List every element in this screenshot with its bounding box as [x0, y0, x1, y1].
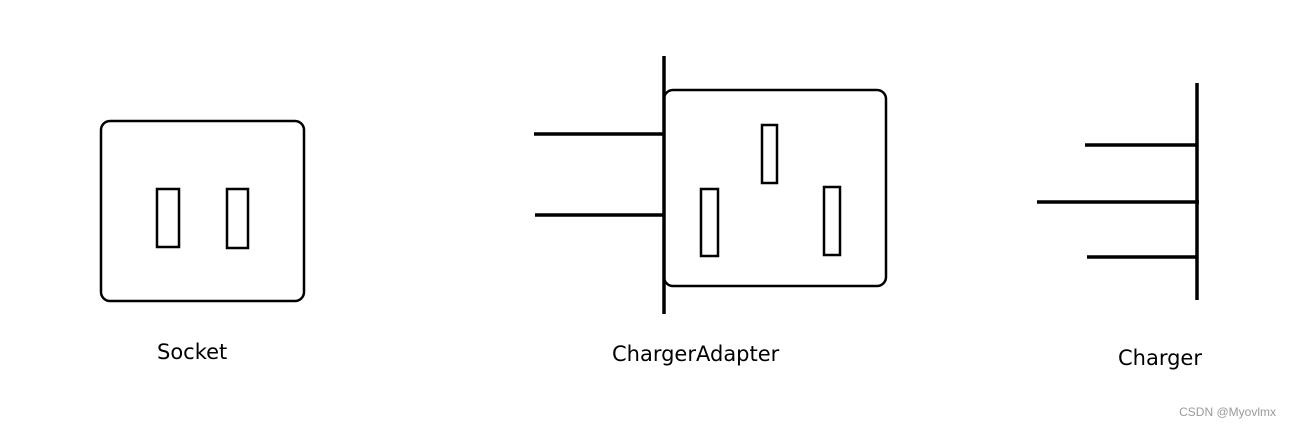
charger-adapter-label: ChargerAdapter: [612, 342, 780, 366]
watermark: CSDN @Myovlmx: [1179, 405, 1276, 419]
socket-shape: [99, 119, 306, 303]
socket-hole-right: [225, 187, 250, 250]
charger-label: Charger: [1118, 346, 1202, 370]
adapter-hole-top: [760, 123, 779, 185]
socket-body: [99, 119, 306, 303]
charger-shape: [1037, 83, 1199, 300]
socket-hole-left: [155, 187, 181, 249]
adapter-hole-right: [822, 185, 842, 257]
socket-label: Socket: [157, 340, 228, 364]
adapter-hole-left: [699, 187, 720, 258]
adapter-body: [662, 88, 888, 288]
charger-adapter-shape: [534, 56, 888, 314]
